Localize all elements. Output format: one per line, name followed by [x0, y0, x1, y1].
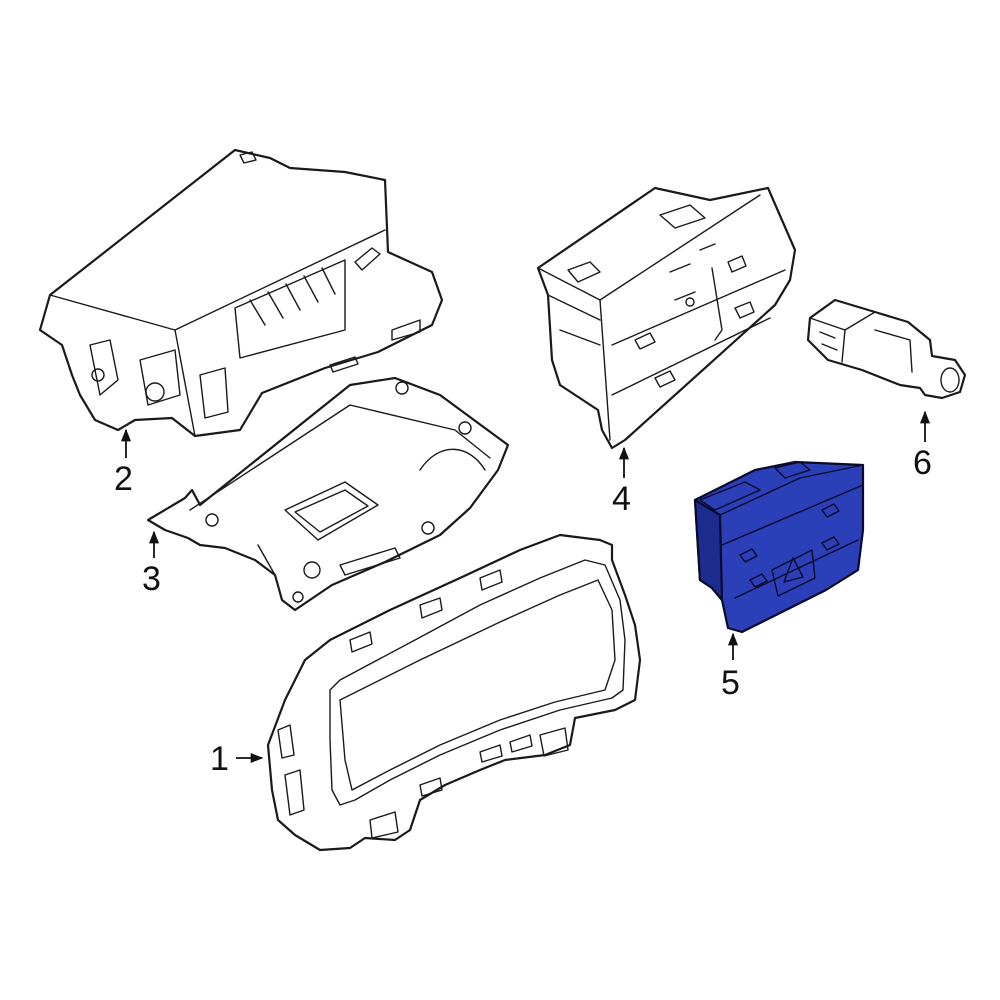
part-5-switch-unit[interactable]: [693, 460, 865, 634]
part-3-bracket: [146, 376, 510, 612]
callout-6[interactable]: 6: [913, 444, 932, 482]
callout-3[interactable]: 3: [142, 560, 161, 598]
callout-leaders: [120, 410, 931, 764]
callout-1[interactable]: 1: [210, 740, 229, 778]
callout-2[interactable]: 2: [114, 460, 133, 498]
part-1-instrument-cluster: [266, 533, 642, 852]
callout-5[interactable]: 5: [721, 664, 740, 702]
part-6-sensor: [806, 298, 967, 400]
part-2-housing: [38, 148, 444, 438]
part-4-switch-panel: [536, 186, 797, 450]
callout-4[interactable]: 4: [612, 480, 631, 518]
